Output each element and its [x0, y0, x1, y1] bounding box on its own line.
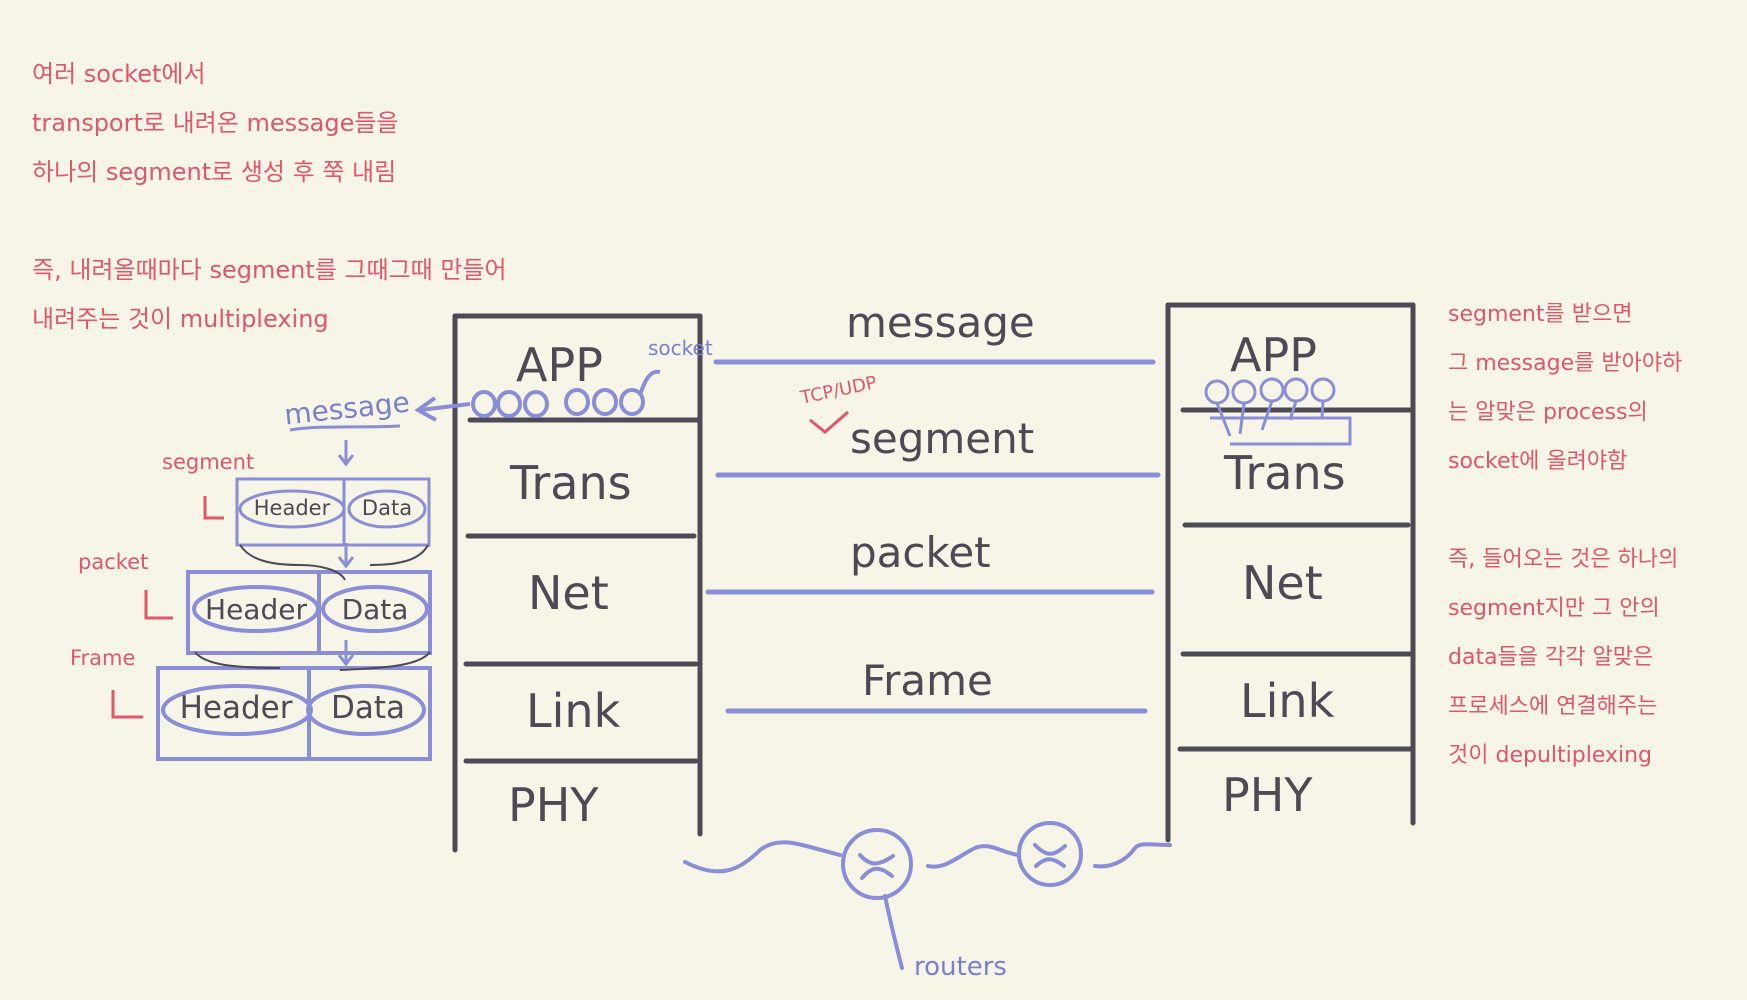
right-link-layer: Link: [1240, 674, 1335, 728]
note-line: [32, 197, 507, 246]
left-app-layer: APP: [516, 338, 603, 392]
frame-box: [156, 666, 432, 761]
demultiplexing-note: segment를 받으면 그 message를 받아야하 는 알맞은 proce…: [1448, 290, 1682, 780]
note-line: 여러 socket에서: [32, 60, 206, 88]
note-line: [1448, 486, 1682, 535]
routers-annotation: routers: [914, 952, 1007, 982]
left-trans-layer: Trans: [510, 456, 632, 510]
note-line: 그 message를 받아야하: [1448, 351, 1683, 376]
socket-annotation: socket: [648, 336, 713, 360]
note-line: segment를 받으면: [1448, 302, 1633, 327]
middle-protocol-lines: [705, 359, 1161, 714]
segment-label: segment: [850, 414, 1035, 463]
segment-box: [235, 477, 431, 547]
red-l-marks: [111, 496, 224, 719]
note-line: socket에 올려야함: [1448, 449, 1628, 474]
packet-header-cell: Header: [205, 593, 307, 626]
packet-encap-label: packet: [78, 550, 149, 574]
left-link-layer: Link: [526, 684, 621, 738]
right-sockets: [1204, 377, 1352, 446]
packet-label: packet: [850, 528, 991, 577]
note-line: 내려주는 것이 multiplexing: [32, 305, 329, 333]
frame-label: Frame: [862, 656, 993, 705]
note-line: segment지만 그 안의: [1448, 596, 1660, 621]
message-label: message: [846, 298, 1035, 347]
segment-encap-label: segment: [162, 450, 255, 474]
note-line: 즉, 내려올때마다 segment를 그때그때 만들어: [32, 256, 507, 284]
left-net-layer: Net: [528, 566, 609, 620]
packet-box: [186, 570, 432, 655]
left-sockets: [414, 369, 661, 422]
encapsulation-braces: [194, 544, 431, 671]
frame-data-cell: Data: [330, 690, 406, 726]
tcp-udp-check: [809, 410, 849, 434]
note-line: 는 알맞은 process의: [1448, 400, 1648, 425]
segment-data-cell: Data: [361, 496, 413, 520]
note-line: 즉, 들어오는 것은 하나의: [1448, 547, 1679, 572]
frame-header-cell: Header: [179, 690, 293, 726]
note-line: data들을 각각 알맞은: [1448, 645, 1654, 670]
segment-header-cell: Header: [253, 496, 331, 520]
note-line: 프로세스에 연결해주는: [1448, 694, 1658, 719]
left-stack-frame: [452, 313, 703, 853]
left-phy-layer: PHY: [508, 778, 599, 832]
frame-encap-label: Frame: [70, 646, 136, 670]
right-phy-layer: PHY: [1222, 768, 1313, 822]
network-wire: [683, 821, 1172, 970]
note-line: 것이 depultiplexing: [1448, 743, 1652, 768]
right-trans-layer: Trans: [1224, 446, 1346, 500]
right-app-layer: APP: [1230, 328, 1317, 382]
packet-data-cell: Data: [341, 593, 409, 626]
note-line: 하나의 segment로 생성 후 쭉 내림: [32, 158, 397, 186]
multiplexing-note: 여러 socket에서 transport로 내려온 message들을 하나의…: [32, 50, 507, 344]
note-line: transport로 내려온 message들을: [32, 109, 399, 137]
right-net-layer: Net: [1242, 556, 1323, 610]
